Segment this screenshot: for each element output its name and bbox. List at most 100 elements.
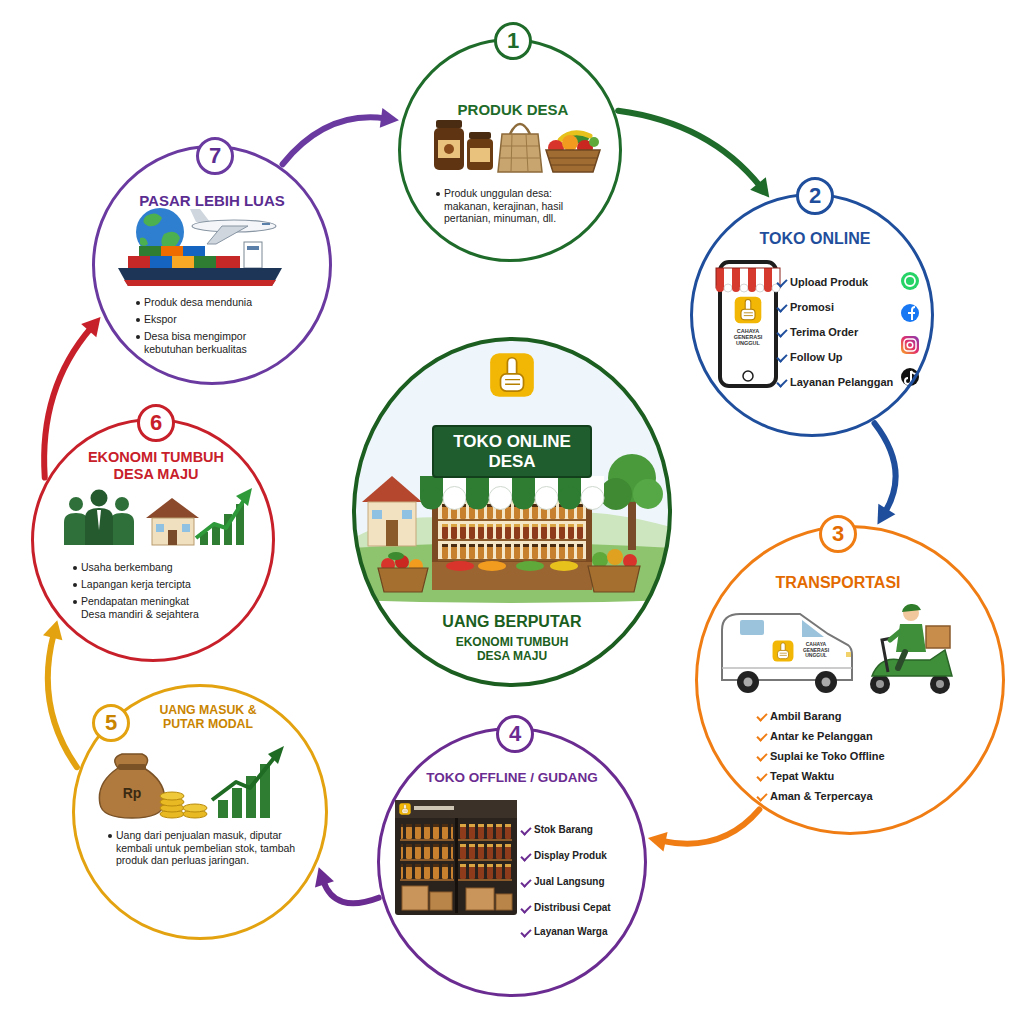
arrow-head <box>877 504 895 525</box>
village-shop-scene <box>535 487 558 510</box>
village-shop-scene <box>368 502 416 546</box>
social-icons <box>904 339 916 351</box>
logo-text: CAHAYA GENERASI UNGGUL <box>722 328 774 346</box>
step-circle: 7PASAR LEBIH LUASProduk desa menduniaEks… <box>92 145 332 385</box>
social-icons <box>901 272 919 290</box>
step-number: 5 <box>92 704 130 742</box>
village-shop-scene <box>440 520 584 540</box>
village-shop-scene <box>443 487 466 510</box>
export-illustration <box>124 280 276 286</box>
growth-illustration <box>168 530 177 545</box>
step-number: 6 <box>137 404 175 442</box>
step-circle: 3TRANSPORTASIAmbil BarangAntar ke Pelang… <box>695 525 1005 835</box>
warehouse-photo <box>399 803 410 814</box>
delivery-scooter <box>876 680 884 688</box>
money-bag-chart <box>268 746 284 764</box>
delivery-van <box>822 678 831 687</box>
village-shop-scene <box>490 353 534 397</box>
step-circle: 1PRODUK DESAProduk unggulan desa: makana… <box>398 38 622 262</box>
warehouse-photo <box>496 894 512 910</box>
delivery-van <box>740 620 764 635</box>
bullet-text: Lapangan kerja tercipta <box>72 578 252 591</box>
arrow-head <box>648 832 668 852</box>
village-shop-scene <box>446 561 474 571</box>
flow-arrow <box>875 423 896 524</box>
delivery-scooter <box>870 674 890 694</box>
bullet-text: Pendapatan meningkat Desa mandiri & seja… <box>72 595 214 620</box>
village-shop-scene <box>432 498 592 590</box>
money-bag-chart <box>99 754 164 818</box>
export-illustration <box>140 238 148 246</box>
money-bag-chart <box>99 746 284 818</box>
step-circle: 4TOKO OFFLINE / GUDANGStok BarangDisplay… <box>377 727 647 997</box>
warehouse-photo <box>466 888 494 910</box>
step-circle: 6EKONOMI TUMBUH DESA MAJUUsaha berkemban… <box>31 418 275 662</box>
arrow-line <box>323 881 379 904</box>
growth-illustration <box>91 490 108 507</box>
village-shop-scene <box>438 500 586 560</box>
export-illustration <box>207 226 248 244</box>
village-products <box>510 124 530 134</box>
delivery-van <box>722 667 852 669</box>
bullet-text: Desa bisa mengimpor kebutuhan berkualita… <box>135 330 285 355</box>
checklist-item: Stok Barang <box>534 824 634 836</box>
online-shop-phone <box>720 262 776 386</box>
money-bag-chart <box>232 788 242 818</box>
village-shop-scene <box>607 549 623 565</box>
step-title: TRANSPORTASI <box>698 574 978 592</box>
village-shop-scene <box>388 552 404 560</box>
arrow-line <box>44 328 91 478</box>
online-shop-phone <box>748 284 756 292</box>
money-bag-chart <box>212 758 274 800</box>
export-illustration <box>247 246 259 250</box>
warehouse-photo <box>430 892 452 910</box>
village-products <box>589 137 599 147</box>
village-products <box>546 150 600 172</box>
online-shop-phone <box>724 284 732 292</box>
village-shop-scene <box>478 561 506 571</box>
growth-illustration <box>69 497 83 511</box>
village-shop-scene <box>372 510 382 519</box>
warehouse-photo <box>395 800 517 915</box>
village-shop-scene <box>489 487 512 510</box>
delivery-van <box>815 671 837 693</box>
bullet-text: Produk desa mendunia <box>135 296 305 309</box>
village-shop-scene <box>362 476 422 502</box>
online-shop-phone <box>716 284 724 292</box>
village-shop-scene <box>512 487 535 510</box>
flow-arrow <box>43 620 77 767</box>
export-illustration <box>128 256 150 268</box>
social-icons <box>907 342 913 348</box>
growth-illustration <box>64 513 88 545</box>
delivery-scooter <box>890 630 902 640</box>
step-circle: 2TOKO ONLINEUpload ProdukPromosiTerima O… <box>690 193 934 437</box>
village-shop-scene <box>633 479 663 509</box>
village-products <box>500 134 541 172</box>
flow-arrow <box>618 111 769 198</box>
delivery-scooter <box>870 604 952 694</box>
checklist-item: Antar ke Pelanggan <box>770 730 940 743</box>
village-shop-scene <box>420 487 443 510</box>
checklist-item: Tepat Waktu <box>770 770 940 783</box>
checklist-item: Promosi <box>790 301 910 314</box>
checklist-item: Display Produk <box>534 850 634 862</box>
village-shop-scene <box>432 562 592 590</box>
step-title: PRODUK DESA <box>401 101 625 118</box>
village-products <box>470 148 490 162</box>
checklist-item: Jual Langsung <box>534 876 634 888</box>
online-shop-phone <box>740 284 748 292</box>
arrow-line <box>662 809 760 843</box>
delivery-scooter <box>936 680 944 688</box>
online-shop-phone <box>735 297 762 324</box>
step-title: TOKO OFFLINE / GUDANG <box>380 770 644 786</box>
social-icons <box>908 307 915 320</box>
logo-text: CAHAYA GENERASI UNGGUL <box>796 642 836 659</box>
warehouse-photo <box>414 806 454 810</box>
center-subtitle: EKONOMI TUMBUH DESA MAJU <box>442 635 582 664</box>
warehouse-photo <box>395 800 517 915</box>
social-icons <box>901 336 919 354</box>
online-shop-phone <box>732 284 740 292</box>
export-illustration <box>183 246 205 256</box>
arrow-line <box>48 634 77 767</box>
